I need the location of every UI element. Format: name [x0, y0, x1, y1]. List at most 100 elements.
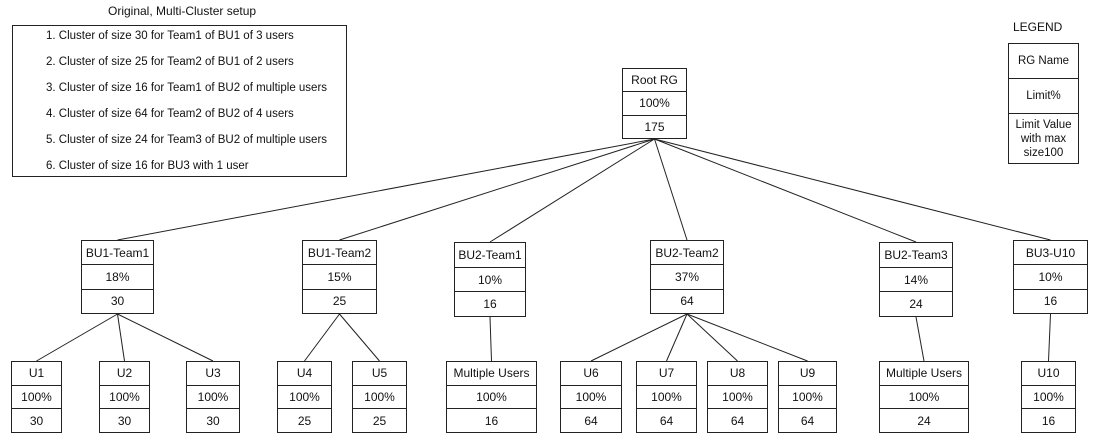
edge-root-bu2t3	[654, 138, 917, 243]
node-name: U1	[28, 366, 45, 381]
node-name: BU3-U10	[1025, 245, 1076, 260]
edge-bu2t1-mu1	[489, 316, 492, 362]
node-name: BU1-Team2	[307, 245, 372, 260]
edge-bu2t3-mu2	[915, 316, 925, 362]
node-value: 30	[187, 408, 239, 432]
node-multiple-users-bu2-team1: Multiple Users 100% 16	[446, 361, 537, 433]
edge-bu2t2-u8	[686, 313, 738, 362]
node-u1: U1 100% 30	[11, 361, 62, 433]
node-u6: U6 100% 64	[560, 361, 622, 433]
legend-limit-value: Limit Value with max size100	[1009, 113, 1078, 163]
node-value: 16	[1014, 288, 1087, 313]
node-root-rg: Root RG 100% 175	[622, 68, 687, 139]
node-value: 24	[880, 291, 952, 316]
node-limit: 100%	[353, 384, 406, 409]
legend-rg-name: RG Name	[1017, 55, 1070, 67]
node-u8: U8 100% 64	[707, 361, 768, 433]
node-u3: U3 100% 30	[186, 361, 240, 433]
node-name: U6	[583, 366, 599, 381]
edge-bu1t1-u3	[117, 313, 214, 362]
node-name: U10	[1037, 366, 1060, 381]
node-bu2-team3: BU2-Team3 14% 24	[879, 242, 953, 317]
node-limit: 10%	[1014, 264, 1087, 288]
setup-item-1: 1. Cluster of size 30 for Team1 of BU1 o…	[46, 30, 294, 42]
node-limit: 100%	[880, 384, 968, 409]
edge-root-bu3u10	[654, 138, 1051, 241]
node-name: U3	[205, 366, 221, 381]
node-value: 16	[1022, 408, 1075, 432]
node-bu1-team1: BU1-Team1 18% 30	[81, 240, 154, 314]
setup-item-6: 6. Cluster of size 16 for BU3 with 1 use…	[46, 160, 249, 172]
node-limit: 100%	[779, 384, 836, 409]
node-multiple-users-bu2-team3: Multiple Users 100% 24	[879, 361, 969, 433]
node-bu2-team1: BU2-Team1 10% 16	[454, 242, 526, 317]
node-value: 24	[880, 408, 968, 432]
node-name: Multiple Users	[453, 366, 530, 381]
setup-item-4: 4. Cluster of size 64 for Team2 of BU2 o…	[46, 108, 294, 120]
edge-bu2t2-u7	[666, 313, 688, 362]
node-name: Multiple Users	[885, 366, 963, 381]
edge-bu2t2-u6	[590, 313, 688, 362]
node-value: 30	[100, 408, 149, 432]
node-limit: 10%	[455, 266, 525, 292]
node-name: U2	[116, 366, 133, 381]
node-name: BU2-Team3	[884, 247, 948, 262]
setup-list: 1. Cluster of size 30 for Team1 of BU1 o…	[12, 25, 347, 177]
node-u2: U2 100% 30	[99, 361, 150, 433]
edge-root-bu1t2	[339, 138, 655, 241]
setup-item-2: 2. Cluster of size 25 for Team2 of BU1 o…	[46, 56, 294, 68]
node-limit: 100%	[100, 384, 149, 409]
edge-root-bu2t2	[654, 138, 688, 241]
node-value: 175	[623, 114, 686, 138]
node-name: U5	[371, 366, 388, 381]
node-u9: U9 100% 64	[778, 361, 837, 433]
node-value: 30	[12, 408, 61, 432]
node-value: 64	[708, 408, 767, 432]
node-value: 64	[779, 408, 836, 432]
edge-bu1t1-u1	[36, 313, 118, 362]
node-name: U8	[729, 366, 746, 381]
node-value: 64	[651, 288, 723, 313]
legend-limit-percent: Limit%	[1009, 78, 1078, 113]
node-u7: U7 100% 64	[636, 361, 697, 433]
node-limit: 100%	[637, 384, 696, 409]
node-u5: U5 100% 25	[352, 361, 407, 433]
legend-box: RG Name Limit% Limit Value with max size…	[1008, 43, 1079, 164]
node-limit: 100%	[187, 384, 239, 409]
node-name: U9	[799, 366, 816, 381]
node-name: BU1-Team1	[85, 245, 150, 260]
node-limit: 100%	[561, 384, 621, 409]
node-value: 16	[455, 291, 525, 316]
edge-root-bu2t1	[489, 138, 655, 243]
edge-root-bu1t1	[117, 138, 655, 241]
node-value: 25	[353, 408, 406, 432]
node-value: 64	[637, 408, 696, 432]
node-name: BU2-Team1	[458, 247, 522, 262]
edge-bu1t1-u2	[117, 313, 125, 362]
node-limit: 15%	[303, 264, 376, 288]
node-value: 30	[82, 288, 153, 313]
node-bu1-team2: BU1-Team2 15% 25	[302, 240, 377, 314]
node-name: U4	[296, 366, 313, 381]
setup-title: Original, Multi-Cluster setup	[108, 4, 257, 18]
edge-bu3u10-u10	[1048, 313, 1051, 362]
edge-bu1t2-u4	[304, 313, 340, 362]
node-name: Root RG	[631, 73, 678, 88]
node-limit: 100%	[708, 384, 767, 409]
node-limit: 100%	[447, 384, 536, 409]
legend-title: LEGEND	[1013, 20, 1063, 34]
node-u4: U4 100% 25	[277, 361, 332, 433]
node-value: 25	[303, 288, 376, 313]
node-value: 25	[278, 408, 331, 432]
node-value: 64	[561, 408, 621, 432]
node-limit: 100%	[278, 384, 331, 409]
edge-bu2t2-u9	[686, 313, 808, 362]
node-limit: 100%	[623, 91, 686, 114]
node-limit: 18%	[82, 264, 153, 288]
node-limit: 100%	[12, 384, 61, 409]
node-limit: 100%	[1022, 384, 1075, 409]
node-name: U7	[658, 366, 675, 381]
node-bu2-team2: BU2-Team2 37% 64	[650, 240, 724, 314]
node-value: 16	[447, 408, 536, 432]
node-u10: U10 100% 16	[1021, 361, 1076, 433]
